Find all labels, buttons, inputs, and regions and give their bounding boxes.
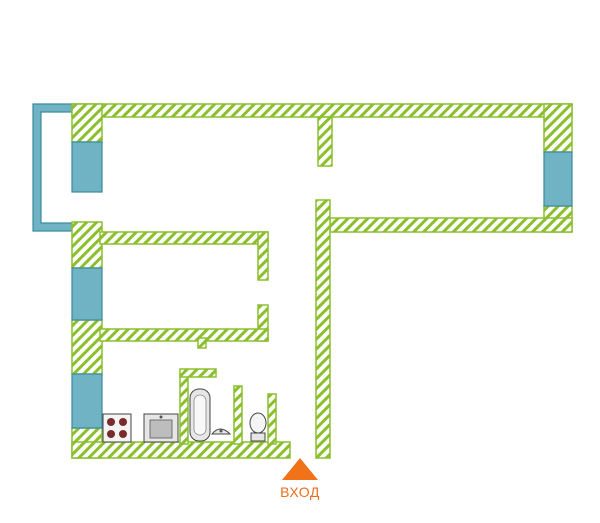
window-4 [543,151,573,207]
wall-bath-top [179,368,217,378]
wall-bath-right [233,385,243,445]
wall-left-mid [71,221,103,269]
wall-room2-right [257,231,269,281]
stove-icon [102,413,132,443]
wall-left-lower [71,319,103,375]
wall-wc-right [267,393,277,445]
wall-bath-left [179,373,189,445]
toilet-icon [249,412,267,442]
wall-room2-bottom [99,328,269,342]
wall-stub [197,337,207,349]
washbasin-icon [210,428,232,435]
entrance-arrow-icon [282,458,318,480]
wall-left-top [71,103,103,143]
wall-corridor-right [315,199,331,459]
balcony [32,103,73,232]
wall-top [71,103,573,118]
sink-icon [143,413,179,443]
bathtub-icon [189,388,211,442]
wall-room-divider-top [317,116,333,167]
wall-right-room-bottom [329,217,573,233]
wall-room2-top [99,231,269,245]
wall-right-top [543,103,573,153]
window-1 [71,141,103,193]
window-2 [71,267,103,321]
entrance-label: ВХОД [280,484,320,500]
window-3 [71,373,103,429]
